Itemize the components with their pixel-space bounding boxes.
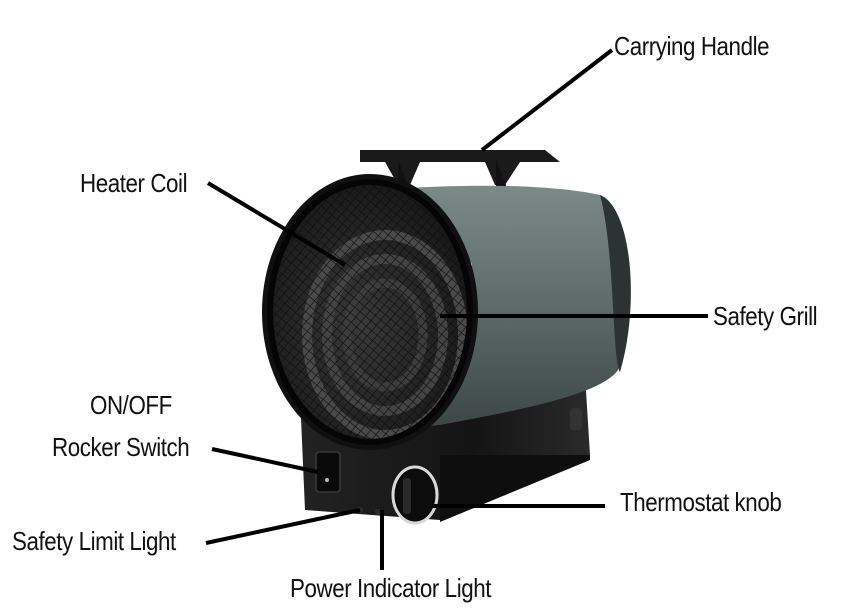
- leader-rocker-switch: [211, 447, 319, 474]
- leader-lines: [205, 48, 708, 570]
- side-screw-icon: [570, 408, 582, 430]
- label-rocker-switch: Rocker Switch: [52, 432, 190, 462]
- label-safety-grill: Safety Grill: [713, 301, 818, 331]
- thermostat-knob-icon: [391, 465, 439, 525]
- controls: [315, 451, 439, 525]
- heater-coil: [270, 182, 470, 442]
- leader-heater-coil: [206, 181, 347, 267]
- leader-carrying-handle: [480, 48, 614, 152]
- label-on-off: ON/OFF: [90, 390, 172, 420]
- label-heater-coil: Heater Coil: [80, 168, 188, 198]
- power-indicator-light-icon: [375, 509, 381, 515]
- rocker-switch-icon: [315, 451, 341, 493]
- leader-safety-limit-light: [205, 508, 361, 545]
- label-safety-limit-light: Safety Limit Light: [12, 526, 176, 556]
- label-carrying-handle: Carrying Handle: [614, 31, 770, 61]
- safety-grill: [262, 174, 478, 450]
- label-thermostat-knob: Thermostat knob: [620, 487, 782, 517]
- label-power-indicator-light: Power Indicator Light: [290, 573, 492, 603]
